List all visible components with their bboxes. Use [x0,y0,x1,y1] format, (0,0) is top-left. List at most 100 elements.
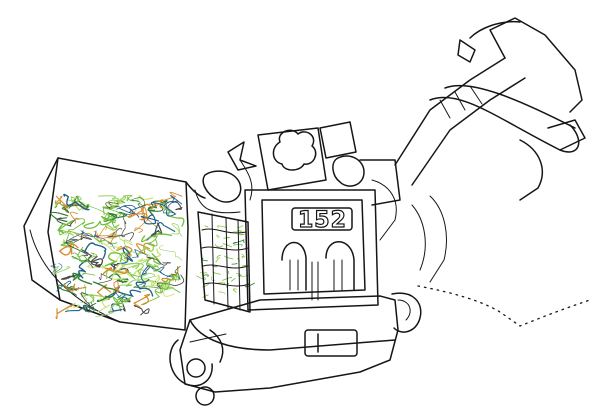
grass-stroke [132,249,148,258]
grass-stroke [128,206,148,221]
grass-stroke [241,253,245,259]
grass-stroke [238,233,245,236]
grass-stroke [64,282,87,292]
grass-stroke [166,265,181,281]
grass-stroke [136,243,155,256]
grass-stroke [146,262,160,272]
grass-stroke [90,233,118,244]
grass-stroke [233,243,243,247]
grass-stroke [82,203,117,222]
grass-stroke [163,273,179,285]
grass-stroke [97,273,113,284]
grass-stroke [114,289,129,306]
grass-stroke [111,263,130,282]
grass-stroke [67,218,86,236]
grass-stroke [231,263,238,265]
grass-stroke [96,231,117,245]
grass-stroke [156,274,185,290]
grass-stroke [226,282,229,288]
grass-stroke [215,256,221,263]
number-plate [291,207,353,231]
mower-body: 152 [179,189,399,393]
ground-shadow-line [417,285,591,327]
grass-stroke [137,271,161,286]
grass-stroke [171,223,183,237]
grass-stroke [241,264,247,267]
grass-stroke [161,266,179,284]
grass-stroke [230,278,236,282]
grass-stroke [137,194,154,201]
grass-stroke [140,233,173,243]
lawn-mower-handle [394,17,586,283]
grass-stroke [54,200,67,209]
grass-stroke [227,270,230,275]
grass-stroke [137,248,161,263]
grass-stroke [65,304,94,313]
grass-stroke [63,193,90,211]
grass-stroke [216,254,222,259]
grass-stroke [74,230,98,238]
grass-stroke [108,303,123,313]
grass-stroke [158,244,183,261]
grass-stroke [204,225,209,228]
grass-stroke [122,204,146,214]
grass-stroke [69,230,99,240]
grass-stroke [202,283,210,288]
grass-stroke [196,275,206,280]
grass-stroke [134,217,158,233]
grass-stroke [216,225,228,228]
grass-stroke [80,292,97,312]
rear-wheel [391,292,422,333]
grass-stroke [96,298,110,313]
grass-stroke [163,200,175,214]
grass-stroke [72,272,93,285]
grass-stroke [50,211,69,223]
grass-stroke [211,276,216,282]
grass-stroke [57,284,78,296]
grass-stroke [232,230,243,233]
grass-stroke [167,194,183,207]
grass-stroke [130,197,145,209]
grass-stroke [146,231,162,247]
grass-stroke [224,255,234,260]
grass-stroke [133,304,150,316]
grass-stroke [105,223,120,231]
grass-stroke [125,253,151,273]
grass-stroke [108,273,129,284]
grass-stroke [78,260,87,279]
grass-stroke [57,220,73,234]
grass-stroke [163,200,183,211]
grass-stroke [73,230,92,243]
grass-stroke [70,211,81,224]
grass-stroke [140,214,159,225]
grass-stroke [112,280,121,293]
grass-stroke [222,243,232,248]
grass-stroke [54,195,69,209]
grass-stroke [146,256,171,266]
grass-stroke [104,252,123,267]
grass-stroke [199,271,208,274]
grass-stroke [120,297,131,312]
grass-stroke [53,265,71,276]
grass-stroke [236,225,244,229]
grass-stroke [116,247,134,265]
engine-top [194,121,401,241]
front-roller [169,329,227,406]
grass-stroke [95,301,124,318]
grass-stroke [56,217,76,227]
grass-stroke [133,293,151,308]
grass-stroke [121,213,133,238]
grass-stroke [83,219,115,229]
grass-stroke [83,242,107,259]
grass-clippings-scribble [50,191,255,320]
grass-stroke [154,278,171,294]
grass-stroke [90,255,104,267]
grass-stroke [147,202,158,216]
grass-stroke [107,227,135,241]
grass-stroke [212,271,221,275]
grass-stroke [103,212,122,222]
grass-stroke [150,201,177,217]
grass-stroke [61,275,75,280]
grass-stroke [107,211,127,221]
